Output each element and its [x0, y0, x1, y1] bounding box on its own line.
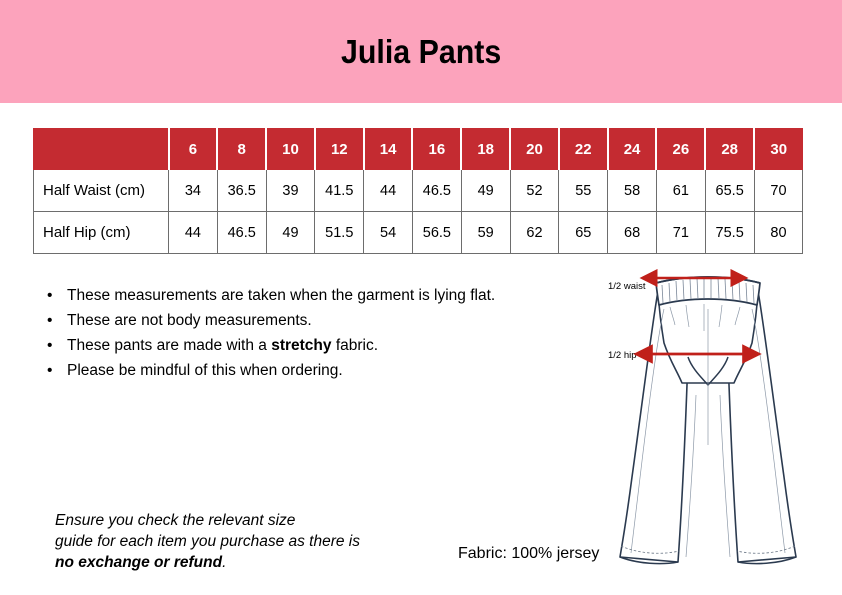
size-header-6: 6 — [168, 128, 219, 170]
size-header-18: 18 — [460, 128, 512, 170]
table-row-half-hip: Half Hip (cm) 44 46.5 49 51.5 54 56.5 59… — [33, 211, 804, 254]
cell-waist-6: 34 — [168, 169, 218, 212]
row-label-half-hip: Half Hip (cm) — [33, 211, 169, 254]
waist-gather-folds — [669, 303, 741, 331]
right-hem-stitch — [736, 545, 796, 554]
right-hem-edge — [737, 556, 797, 565]
row-label-half-waist: Half Waist (cm) — [33, 169, 169, 212]
hip-dimension-label: 1/2 hip — [608, 350, 637, 361]
size-header-10: 10 — [265, 128, 316, 170]
cell-waist-10: 39 — [265, 169, 316, 212]
size-chart-table: 6 8 10 12 14 16 18 20 22 24 26 28 30 Hal… — [33, 128, 804, 254]
cell-hip-12: 51.5 — [314, 211, 365, 254]
size-header-14: 14 — [363, 128, 414, 170]
size-header-16: 16 — [411, 128, 463, 170]
cell-waist-14: 44 — [363, 169, 413, 212]
disclaimer-line-3: no exchange or refund. — [55, 552, 415, 573]
pants-technical-drawing: 1/2 waist 1/2 hip — [600, 265, 842, 575]
bullet-icon: • — [47, 287, 53, 304]
drape-fold-lines — [630, 308, 786, 558]
bullet-icon: • — [47, 362, 53, 379]
note-item-4: • Please be mindful of this when ordering… — [45, 358, 565, 383]
cell-waist-22: 55 — [558, 169, 609, 212]
cell-hip-14: 54 — [363, 211, 413, 254]
note-text-3-post: fabric. — [331, 337, 379, 354]
waistband-gathers — [661, 277, 755, 304]
cell-waist-18: 49 — [460, 169, 511, 212]
size-header-8: 8 — [216, 128, 268, 170]
size-header-22: 22 — [558, 128, 609, 170]
pants-garment-outline — [619, 276, 797, 565]
measurement-notes: • These measurements are taken when the g… — [45, 283, 565, 383]
size-header-24: 24 — [607, 128, 658, 170]
cell-hip-30: 80 — [753, 211, 804, 254]
cell-hip-6: 44 — [168, 211, 218, 254]
waist-dimension-label: 1/2 waist — [608, 281, 646, 292]
table-row-half-waist: Half Waist (cm) 34 36.5 39 41.5 44 46.5 … — [33, 169, 804, 212]
note-item-3: • These pants are made with a stretchy fa… — [45, 333, 565, 358]
cell-waist-26: 61 — [655, 169, 706, 212]
cell-hip-20: 62 — [509, 211, 560, 254]
title-banner: Julia Pants — [0, 0, 842, 103]
waist-measurement-annotation: 1/2 waist — [608, 268, 749, 292]
size-header-26: 26 — [655, 128, 707, 170]
table-corner-cell — [33, 128, 170, 170]
disclaimer-line-2: guide for each item you purchase as ther… — [55, 533, 361, 550]
note-text-4: Please be mindful of this when ordering. — [67, 362, 343, 379]
cell-waist-28: 65.5 — [704, 169, 755, 212]
size-header-12: 12 — [314, 128, 365, 170]
cell-hip-26: 71 — [655, 211, 706, 254]
cell-waist-16: 46.5 — [411, 169, 462, 212]
cell-hip-10: 49 — [265, 211, 316, 254]
note-text-2: These are not body measurements. — [67, 312, 312, 329]
note-text-3-pre: These pants are made with a — [67, 337, 272, 354]
size-header-20: 20 — [509, 128, 560, 170]
cell-hip-16: 56.5 — [411, 211, 462, 254]
hip-measurement-annotation: 1/2 hip — [608, 344, 762, 364]
size-header-28: 28 — [704, 128, 756, 170]
cell-waist-20: 52 — [509, 169, 560, 212]
returns-disclaimer: Ensure you check the relevant size guide… — [55, 510, 415, 573]
bullet-icon: • — [47, 312, 53, 329]
disclaimer-line-1: Ensure you check the relevant size — [55, 512, 296, 529]
cell-hip-18: 59 — [460, 211, 511, 254]
cell-hip-24: 68 — [607, 211, 657, 254]
size-chart-table-container: 6 8 10 12 14 16 18 20 22 24 26 28 30 Hal… — [33, 128, 804, 254]
bullet-icon: • — [47, 337, 53, 354]
cell-waist-24: 58 — [607, 169, 657, 212]
disclaimer-bold-text: no exchange or refund — [55, 554, 223, 571]
table-header-row: 6 8 10 12 14 16 18 20 22 24 26 28 30 — [33, 128, 804, 170]
note-item-1: • These measurements are taken when the g… — [45, 283, 565, 308]
left-hem-edge — [619, 556, 679, 565]
disclaimer-period: . — [222, 554, 227, 571]
note-item-2: • These are not body measurements. — [45, 308, 565, 333]
cell-waist-8: 36.5 — [216, 169, 267, 212]
cell-hip-22: 65 — [558, 211, 609, 254]
page-title: Julia Pants — [340, 32, 502, 70]
note-text-1: These measurements are taken when the ga… — [67, 287, 496, 304]
cell-hip-28: 75.5 — [704, 211, 755, 254]
left-hem-stitch — [620, 545, 680, 554]
note-text-3-bold: stretchy — [271, 337, 332, 354]
fabric-composition-label: Fabric: 100% jersey — [458, 545, 600, 562]
cell-hip-8: 46.5 — [216, 211, 267, 254]
cell-waist-12: 41.5 — [314, 169, 365, 212]
size-header-30: 30 — [753, 128, 804, 170]
cell-waist-30: 70 — [753, 169, 804, 212]
